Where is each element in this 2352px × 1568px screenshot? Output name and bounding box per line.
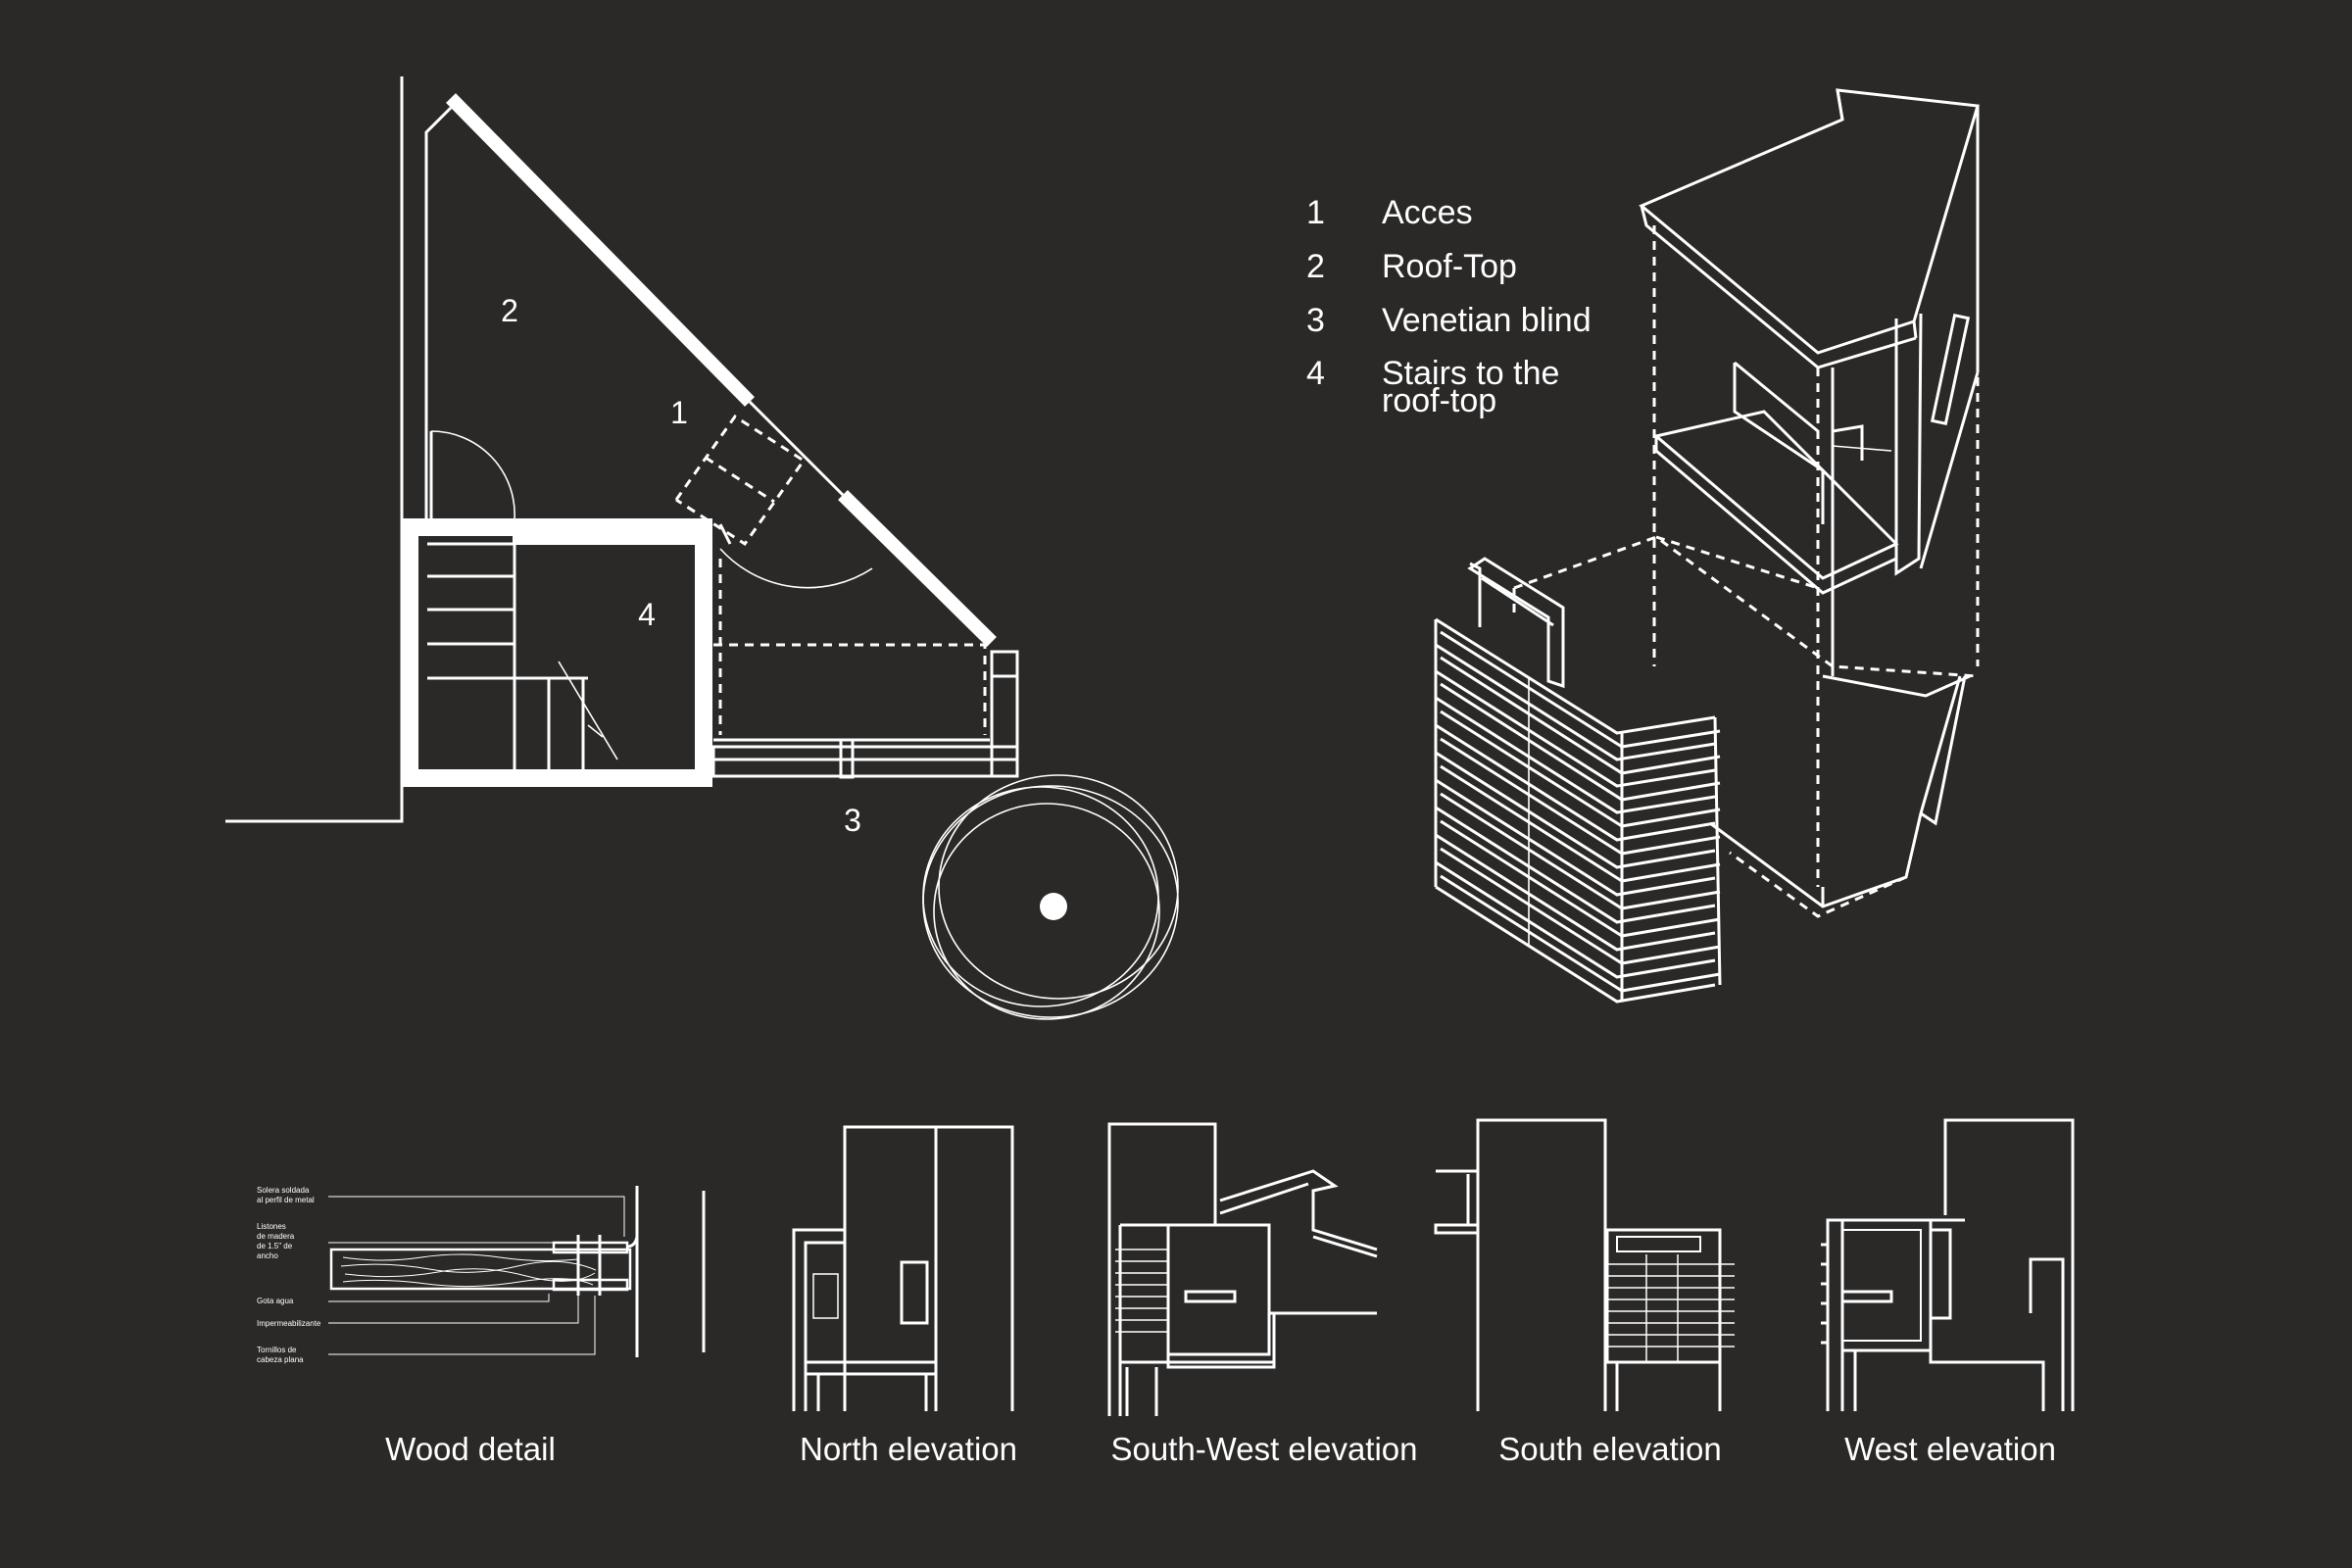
wood-detail-plank [329,1248,632,1291]
axo-roof-slab-top [1639,88,1980,355]
svg-text:Impermeabilizante: Impermeabilizante [257,1319,321,1328]
axonometric-view [1434,88,1980,1004]
svg-text:cabeza plana: cabeza plana [257,1355,304,1364]
legend-number-2: 2 [1306,248,1325,285]
floor-plan: 2 1 4 3 [225,76,1179,1020]
plan-door-swing [430,430,515,520]
legend: 1 Acces 2 Roof-Top 3 Venetian blind 4 St… [1306,194,1592,419]
plan-diagonal-opening [748,400,845,497]
caption-north-elevation: North elevation [800,1431,1017,1467]
plan-venetian-blind-zone [711,559,1019,779]
caption-west-elevation: West elevation [1844,1431,2056,1467]
plan-marker-1: 1 [670,395,688,430]
svg-text:Gota agua: Gota agua [257,1297,294,1305]
legend-number-1: 1 [1306,194,1325,231]
south-elevation [1434,1118,1735,1411]
axo-mid-floor [1652,410,1899,580]
legend-text-3: Venetian blind [1382,302,1592,339]
plan-left-wall [424,106,453,524]
legend-number-4: 4 [1306,355,1325,392]
svg-text:de madera: de madera [257,1232,295,1241]
elevation-captions: Wood detail North elevation South-West e… [385,1431,2056,1467]
svg-text:Solera soldada: Solera soldada [257,1186,310,1195]
wood-detail: Solera soldada al perfil de metal Liston… [257,1186,706,1364]
caption-wood-detail: Wood detail [385,1431,556,1467]
plan-diagonal-wall-upper [446,93,755,407]
plan-marker-3: 3 [844,803,861,838]
axo-lower-box [1709,675,1962,908]
svg-text:de 1.5" de: de 1.5" de [257,1242,293,1250]
plan-stair-treads [427,537,618,769]
plan-access-swing [719,548,873,589]
plan-marker-2: 2 [501,293,518,328]
legend-text-4-line2: roof-top [1382,382,1496,419]
legend-number-3: 3 [1306,302,1325,339]
plan-marker-4: 4 [638,597,656,632]
legend-text-1: Acces [1382,194,1473,231]
wood-detail-notes: Solera soldada al perfil de metal Liston… [257,1186,321,1364]
svg-text:al perfil de metal: al perfil de metal [257,1196,315,1204]
axo-venetian-blind [1434,557,1722,1004]
north-elevation [792,1125,1014,1411]
svg-text:Listones: Listones [257,1222,286,1231]
legend-text-4: Stairs to the [1382,355,1559,392]
plan-diagonal-wall-lower [838,490,997,647]
axo-right-wall [1894,313,1923,576]
plan-access-steps [674,414,873,589]
caption-south-elevation: South elevation [1498,1431,1722,1467]
svg-text:ancho: ancho [257,1251,278,1260]
caption-south-west-elevation: South-West elevation [1110,1431,1417,1467]
plan-street-edge [225,76,404,823]
south-west-elevation [1107,1122,1378,1416]
plan-tree [922,774,1179,1020]
west-elevation [1821,1118,2075,1411]
svg-text:Tornillos de: Tornillos de [257,1346,297,1354]
legend-text-2: Roof-Top [1382,248,1517,285]
